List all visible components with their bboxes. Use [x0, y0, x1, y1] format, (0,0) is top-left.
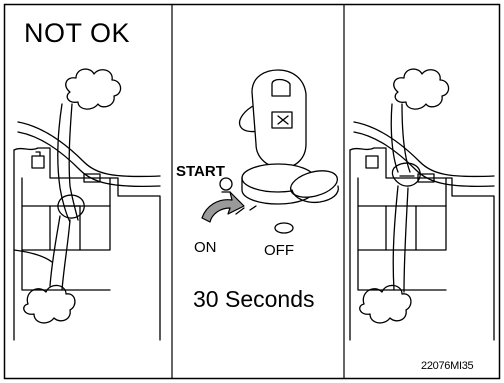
- illustration-battery-not-ok: [14, 69, 160, 340]
- smoke-cloud-icon: [66, 69, 121, 109]
- start-label: START: [176, 163, 225, 180]
- figure-code: 22076MI35: [421, 360, 473, 372]
- panel-heading: NOT OK: [24, 18, 130, 49]
- off-label: OFF: [264, 242, 294, 259]
- smoke-cloud-icon: [394, 69, 449, 109]
- on-label: ON: [194, 239, 217, 256]
- figure-border: [5, 5, 500, 379]
- off-position-marker-icon: [275, 223, 293, 233]
- duration-label: 30 Seconds: [193, 286, 314, 313]
- on-arrow-icon: [202, 192, 244, 222]
- illustration-battery-ok: [350, 69, 494, 340]
